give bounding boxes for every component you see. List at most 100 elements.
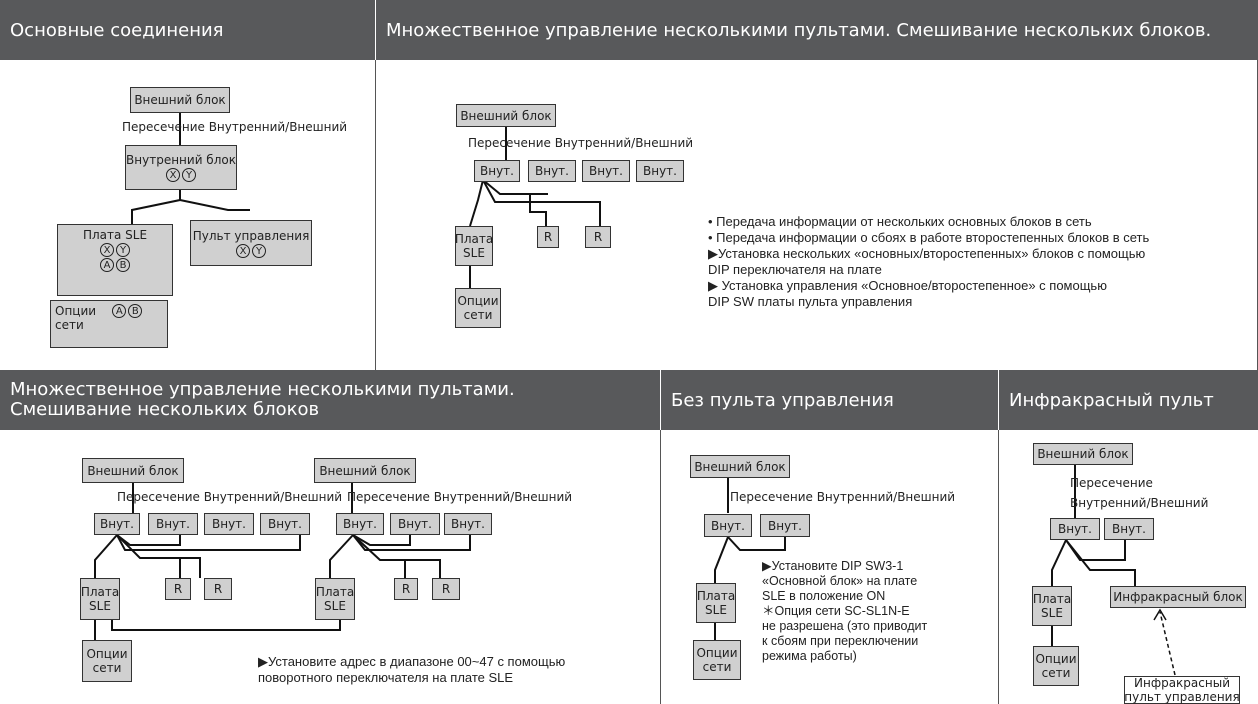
- indoor-unit-box: Внут.: [148, 513, 198, 535]
- notes-bottom-left: ▶Установите адрес в диапазоне 00~47 с по…: [258, 654, 565, 686]
- note-line: не разрешена (это приводит: [762, 619, 928, 633]
- ir-remote-line2: пульт управления: [1124, 690, 1240, 704]
- notes-no-remote: ▶Установите DIP SW3-1 «Основной блок» на…: [762, 559, 927, 664]
- note-line: «Основной блок» на плате: [762, 574, 918, 588]
- crossing-label-line2: Внутренний/Внешний: [1070, 496, 1209, 510]
- note-line: • Передача информации от нескольких осно…: [708, 214, 1092, 229]
- sle-board-line1: Плата: [1032, 592, 1072, 606]
- network-options-line1: Опции: [1035, 652, 1077, 666]
- note-line: ▶Установите адрес в диапазоне 00~47 с по…: [258, 654, 566, 669]
- network-options-box: Опции сети: [455, 288, 501, 328]
- header-basic-connections: Основные соединения: [0, 0, 375, 60]
- sle-board-line2: SLE: [89, 599, 111, 613]
- indoor-unit-box: Внут.: [582, 160, 630, 182]
- note-line: ＊Опция сети SC-SL1N-E: [762, 604, 910, 618]
- network-options-line1: Опции: [86, 647, 128, 661]
- divider: [660, 430, 661, 704]
- header-multi-top: Множественное управление несколькими пул…: [376, 0, 1258, 60]
- sle-board-box: Плата SLE: [80, 578, 120, 620]
- network-options-line2: сети: [1041, 666, 1071, 680]
- indoor-unit-box: Внут.: [390, 513, 440, 535]
- indoor-unit-box: Внут.: [204, 513, 254, 535]
- indoor-unit-box: Внут.: [1050, 518, 1100, 540]
- indoor-unit-box: Внут.: [528, 160, 576, 182]
- sle-board-label: Плата SLE: [82, 228, 148, 242]
- terminal-b: B: [128, 304, 143, 318]
- network-options-line2: сети: [463, 308, 493, 322]
- crossing-label: Пересечение Внутренний/Внешний: [117, 490, 343, 504]
- terminal-y: Y: [252, 243, 266, 258]
- remote-r-box: R: [204, 578, 232, 600]
- crossing-label: Пересечение Внутренний/Внешний: [122, 120, 348, 134]
- sle-board-box: Плата SLE: [696, 583, 736, 623]
- header-multi-bottom-line2: Смешивание нескольких блоков: [10, 399, 320, 420]
- network-options-box: Опции сети: [1033, 646, 1079, 686]
- indoor-unit-box: Внут.: [444, 513, 492, 535]
- sle-board-box: Плата SLE: [1032, 586, 1072, 626]
- ir-unit-box: Инфракрасный блок: [1110, 586, 1246, 608]
- network-options-line2: сети: [702, 660, 732, 674]
- remote-r-box: R: [394, 578, 418, 600]
- terminal-a: A: [100, 258, 114, 272]
- header-multi-bottom-line1: Множественное управление несколькими пул…: [10, 379, 515, 400]
- terminal-x: X: [166, 168, 180, 182]
- ir-remote-box: Инфракрасный пульт управления: [1124, 676, 1240, 704]
- terminal-b: B: [116, 258, 130, 272]
- crossing-label: Пересечение Внутренний/Внешний: [730, 490, 956, 504]
- terminal-x: X: [100, 243, 114, 257]
- remote-r-box: R: [165, 578, 191, 600]
- outdoor-unit-box: Внешний блок: [314, 458, 416, 483]
- indoor-unit-box: Внут.: [636, 160, 684, 182]
- remote-control-label: Пульт управления: [192, 228, 310, 243]
- indoor-unit-box: Внут.: [760, 514, 810, 537]
- terminal-y: Y: [182, 168, 196, 182]
- outdoor-unit-box: Внешний блок: [82, 458, 184, 483]
- terminal-y: Y: [116, 243, 130, 257]
- sle-board-line2: SLE: [705, 603, 727, 617]
- indoor-unit-box: Внут.: [474, 160, 520, 182]
- network-options-box: Опции сети: [82, 640, 132, 682]
- indoor-unit-label: Внутренний блок: [126, 153, 236, 167]
- indoor-unit-box: Внут.: [1104, 518, 1154, 540]
- header-no-remote: Без пульта управления: [661, 370, 998, 430]
- sle-board-line2: SLE: [1041, 606, 1063, 620]
- network-options-box: Опции сети: [693, 640, 741, 680]
- note-line: ▶Установите DIP SW3-1: [762, 559, 904, 573]
- sle-board-line1: Плата: [315, 585, 355, 599]
- outdoor-unit-box: Внешний блок: [130, 87, 230, 113]
- sle-board-line1: Плата: [454, 232, 494, 246]
- note-line: SLE в положение ON: [762, 589, 886, 603]
- terminal-x: X: [236, 243, 250, 258]
- outdoor-unit-box: Внешний блок: [456, 104, 556, 127]
- network-options-line2: сети: [92, 661, 122, 675]
- header-ir-remote: Инфракрасный пульт: [999, 370, 1258, 430]
- outdoor-unit-box: Внешний блок: [690, 455, 790, 478]
- remote-r-box: R: [585, 226, 611, 248]
- crossing-label-line1: Пересечение: [1070, 476, 1153, 490]
- remote-r-box: R: [432, 578, 460, 600]
- sle-board-line2: SLE: [463, 246, 485, 260]
- note-line: • Передача информации о сбоях в работе в…: [708, 230, 1150, 245]
- note-line: DIP переключателя на плате: [708, 262, 882, 277]
- sle-board-line2: SLE: [324, 599, 346, 613]
- indoor-unit-box: Внут.: [704, 514, 752, 537]
- network-options-line1: Опции: [457, 294, 499, 308]
- indoor-unit-box: Внут.: [336, 513, 384, 535]
- divider: [998, 430, 999, 704]
- note-line: ▶Установка нескольких «основных/второсте…: [708, 246, 1146, 261]
- sle-board-box: Плата SLE: [315, 578, 355, 620]
- ir-remote-line1: Инфракрасный: [1134, 676, 1230, 690]
- crossing-label: Пересечение Внутренний/Внешний: [347, 490, 573, 504]
- network-options-line2: сети: [55, 318, 84, 332]
- notes-top-right: • Передача информации от нескольких осно…: [708, 214, 1149, 310]
- sle-board-line1: Плата: [80, 585, 120, 599]
